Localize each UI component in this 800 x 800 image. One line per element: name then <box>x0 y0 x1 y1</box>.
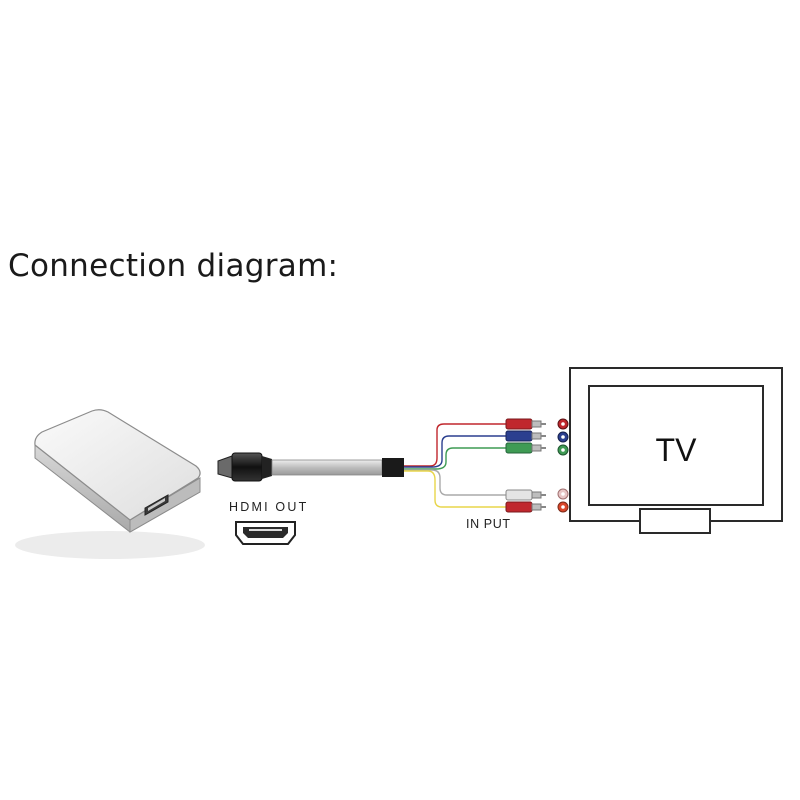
tv <box>569 367 783 534</box>
input-label: IN PUT <box>466 517 511 531</box>
tv-label: TV <box>656 432 698 468</box>
hdmi-cable <box>271 458 404 477</box>
rca-plug-red <box>505 418 546 430</box>
box-hdmi-port <box>144 494 169 516</box>
rca-plugs <box>505 418 546 513</box>
rca-plug-white <box>505 489 546 501</box>
hdmi-out-label: HDMI OUT <box>229 500 308 514</box>
rca-plug-red-audio <box>505 501 546 513</box>
hdmi-port-icon <box>235 521 296 545</box>
converter-box <box>15 409 205 559</box>
rca-plug-blue <box>505 430 546 442</box>
tv-input-jacks <box>557 418 569 513</box>
diagram-title: Connection diagram: <box>8 248 339 284</box>
rca-plug-green <box>505 442 546 454</box>
split-wires <box>404 423 506 508</box>
hdmi-plug <box>217 452 272 482</box>
